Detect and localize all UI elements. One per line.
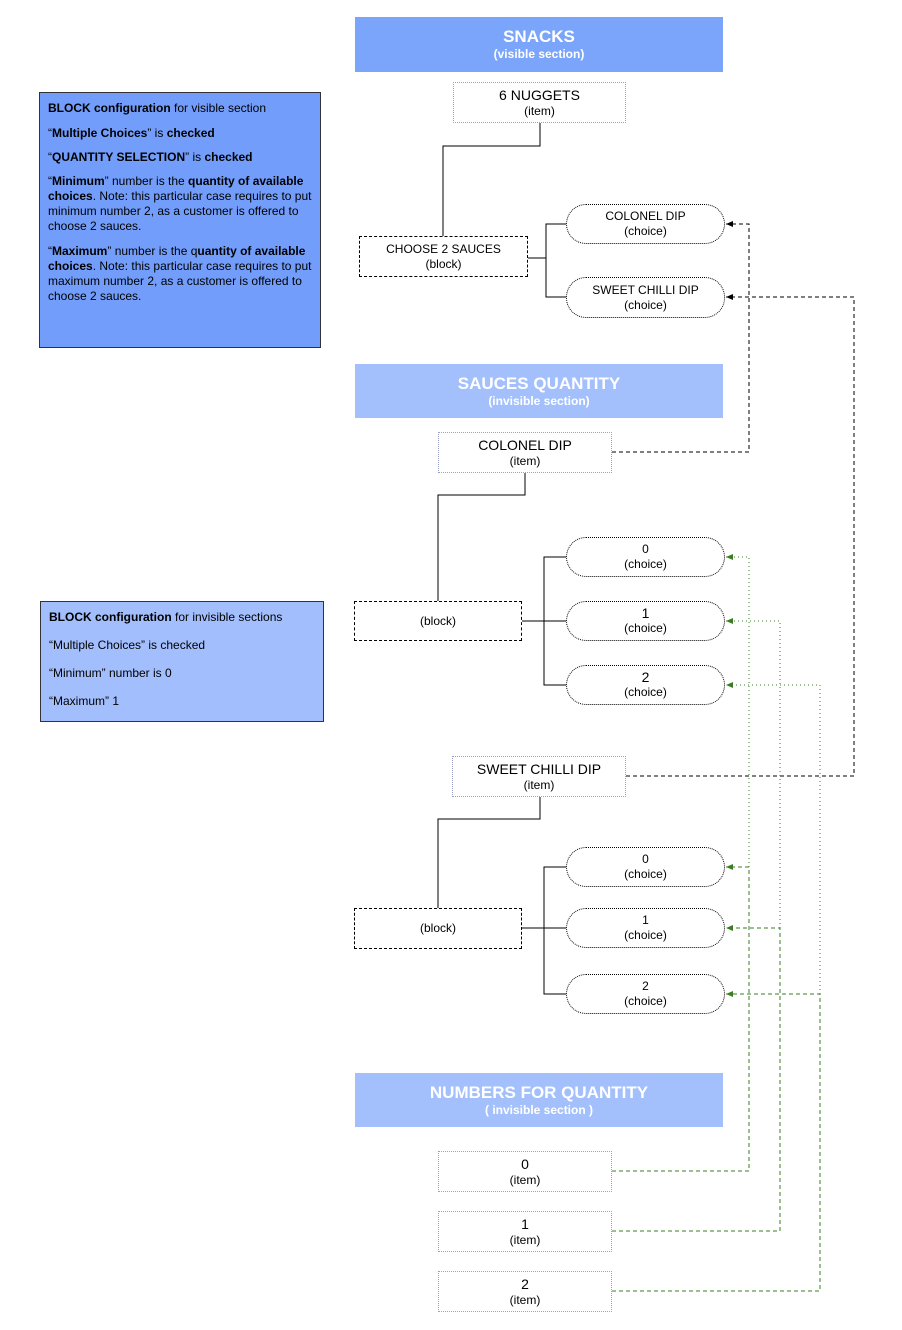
section-title: SAUCES QUANTITY [457,374,621,393]
choose-sauces-block: CHOOSE 2 SAUCES (block) [359,236,528,277]
block-type: (block) [419,921,456,935]
number-1-reference-line-b [726,618,781,928]
item-label: 6 NUGGETS [499,87,580,103]
note-line-minimum: “Minimum” number is the quantity of avai… [48,174,312,233]
colonel-choice-1: 1 (choice) [566,601,725,641]
choice-type: (choice) [624,994,667,1008]
section-subtitle: (invisible section) [488,394,590,408]
choice-type: (choice) [624,867,667,881]
section-title: NUMBERS FOR QUANTITY [429,1083,649,1102]
sweet-chilli-quantity-block: (block) [354,908,522,949]
sweet-chilli-choice-2: 2 (choice) [566,974,725,1014]
choice-label: 2 [641,669,650,685]
item-label: COLONEL DIP [478,437,572,453]
colonel-block-branch [522,556,566,622]
block-type: (block) [419,613,456,628]
number-0-item: 0 (item) [438,1151,612,1192]
choice-type: (choice) [624,224,667,238]
number-0-reference-line [612,864,750,1172]
choice-type: (choice) [624,928,667,942]
choice-type: (choice) [624,685,667,699]
choice-type: (choice) [624,297,667,312]
snacks-section-header: SNACKS (visible section) [355,17,723,72]
nuggets-to-block-line [442,123,541,236]
choice-type: (choice) [624,557,667,571]
note-line-multiple-choices: “Multiple Choices” is checked [48,126,215,140]
nuggets-item: 6 NUGGETS (item) [453,82,626,123]
note-line-multiple-choices: “Multiple Choices” is checked [49,638,206,652]
number-1-item: 1 (item) [438,1211,612,1252]
block-choice-branch-2 [545,258,566,298]
chilli-item-to-block-line [437,797,541,908]
number-2-item: 2 (item) [438,1271,612,1312]
block-choice-branch [528,223,566,259]
item-label: 2 [521,1276,529,1292]
block-type: (block) [425,256,462,271]
item-type: (item) [509,1233,541,1247]
choice-label: 0 [642,852,649,866]
number-1-reference-line [612,925,781,1232]
colonel-quantity-block: (block) [354,601,522,641]
visible-block-config-note: BLOCK configuration for visible section … [39,92,321,348]
chilli-block-branch [522,866,566,929]
number-2-reference-line-b [726,682,821,994]
note-title: BLOCK configuration for invisible sectio… [49,610,283,624]
choice-label: 0 [642,542,649,556]
choice-label: 1 [642,913,649,927]
colonel-block-branch-2 [543,621,566,686]
sweet-chilli-dip-item: SWEET CHILLI DIP (item) [452,756,626,797]
number-0-reference-line-b [726,554,750,867]
section-subtitle: (visible section) [493,47,585,61]
chilli-reference-line [626,294,855,777]
choice-label: 2 [642,979,649,993]
item-label: 1 [521,1216,529,1232]
note-title: BLOCK configuration for visible section [48,101,267,115]
choice-label: SWEET CHILLI DIP [592,282,699,297]
choice-label: 1 [641,605,650,621]
sauces-quantity-section-header: SAUCES QUANTITY (invisible section) [355,364,723,418]
section-subtitle: ( invisible section ) [484,1103,594,1117]
numbers-for-quantity-section-header: NUMBERS FOR QUANTITY ( invisible section… [355,1073,723,1127]
note-line-maximum: “Maximum” number is the quantity of avai… [48,244,312,303]
section-title: SNACKS [503,27,575,46]
item-label: 0 [521,1156,529,1172]
chilli-block-branch-2 [543,928,566,995]
item-type: (item) [509,1173,541,1187]
sweet-chilli-choice-0: 0 (choice) [566,847,725,887]
note-line-quantity-selection: “QUANTITY SELECTION” is checked [48,150,253,164]
item-type: (item) [523,778,555,792]
note-line-minimum: “Minimum” number is 0 [49,666,172,680]
invisible-block-config-note: BLOCK configuration for invisible sectio… [40,601,324,722]
colonel-item-to-block-line [437,473,526,601]
item-label: SWEET CHILLI DIP [476,761,602,777]
note-line-maximum: “Maximum” 1 [49,694,120,708]
sweet-chilli-dip-choice: SWEET CHILLI DIP (choice) [566,277,725,318]
number-2-reference-line [612,991,821,1292]
item-type: (item) [509,1293,541,1307]
choice-label: COLONEL DIP [605,209,686,223]
item-type: (item) [509,454,541,468]
item-type: (item) [524,104,555,118]
colonel-dip-choice: COLONEL DIP (choice) [566,204,725,244]
colonel-choice-0: 0 (choice) [566,537,725,577]
block-label: CHOOSE 2 SAUCES [386,241,501,256]
colonel-dip-item: COLONEL DIP (item) [438,432,612,473]
choice-type: (choice) [624,621,667,635]
sweet-chilli-choice-1: 1 (choice) [566,908,725,948]
colonel-choice-2: 2 (choice) [566,665,725,705]
